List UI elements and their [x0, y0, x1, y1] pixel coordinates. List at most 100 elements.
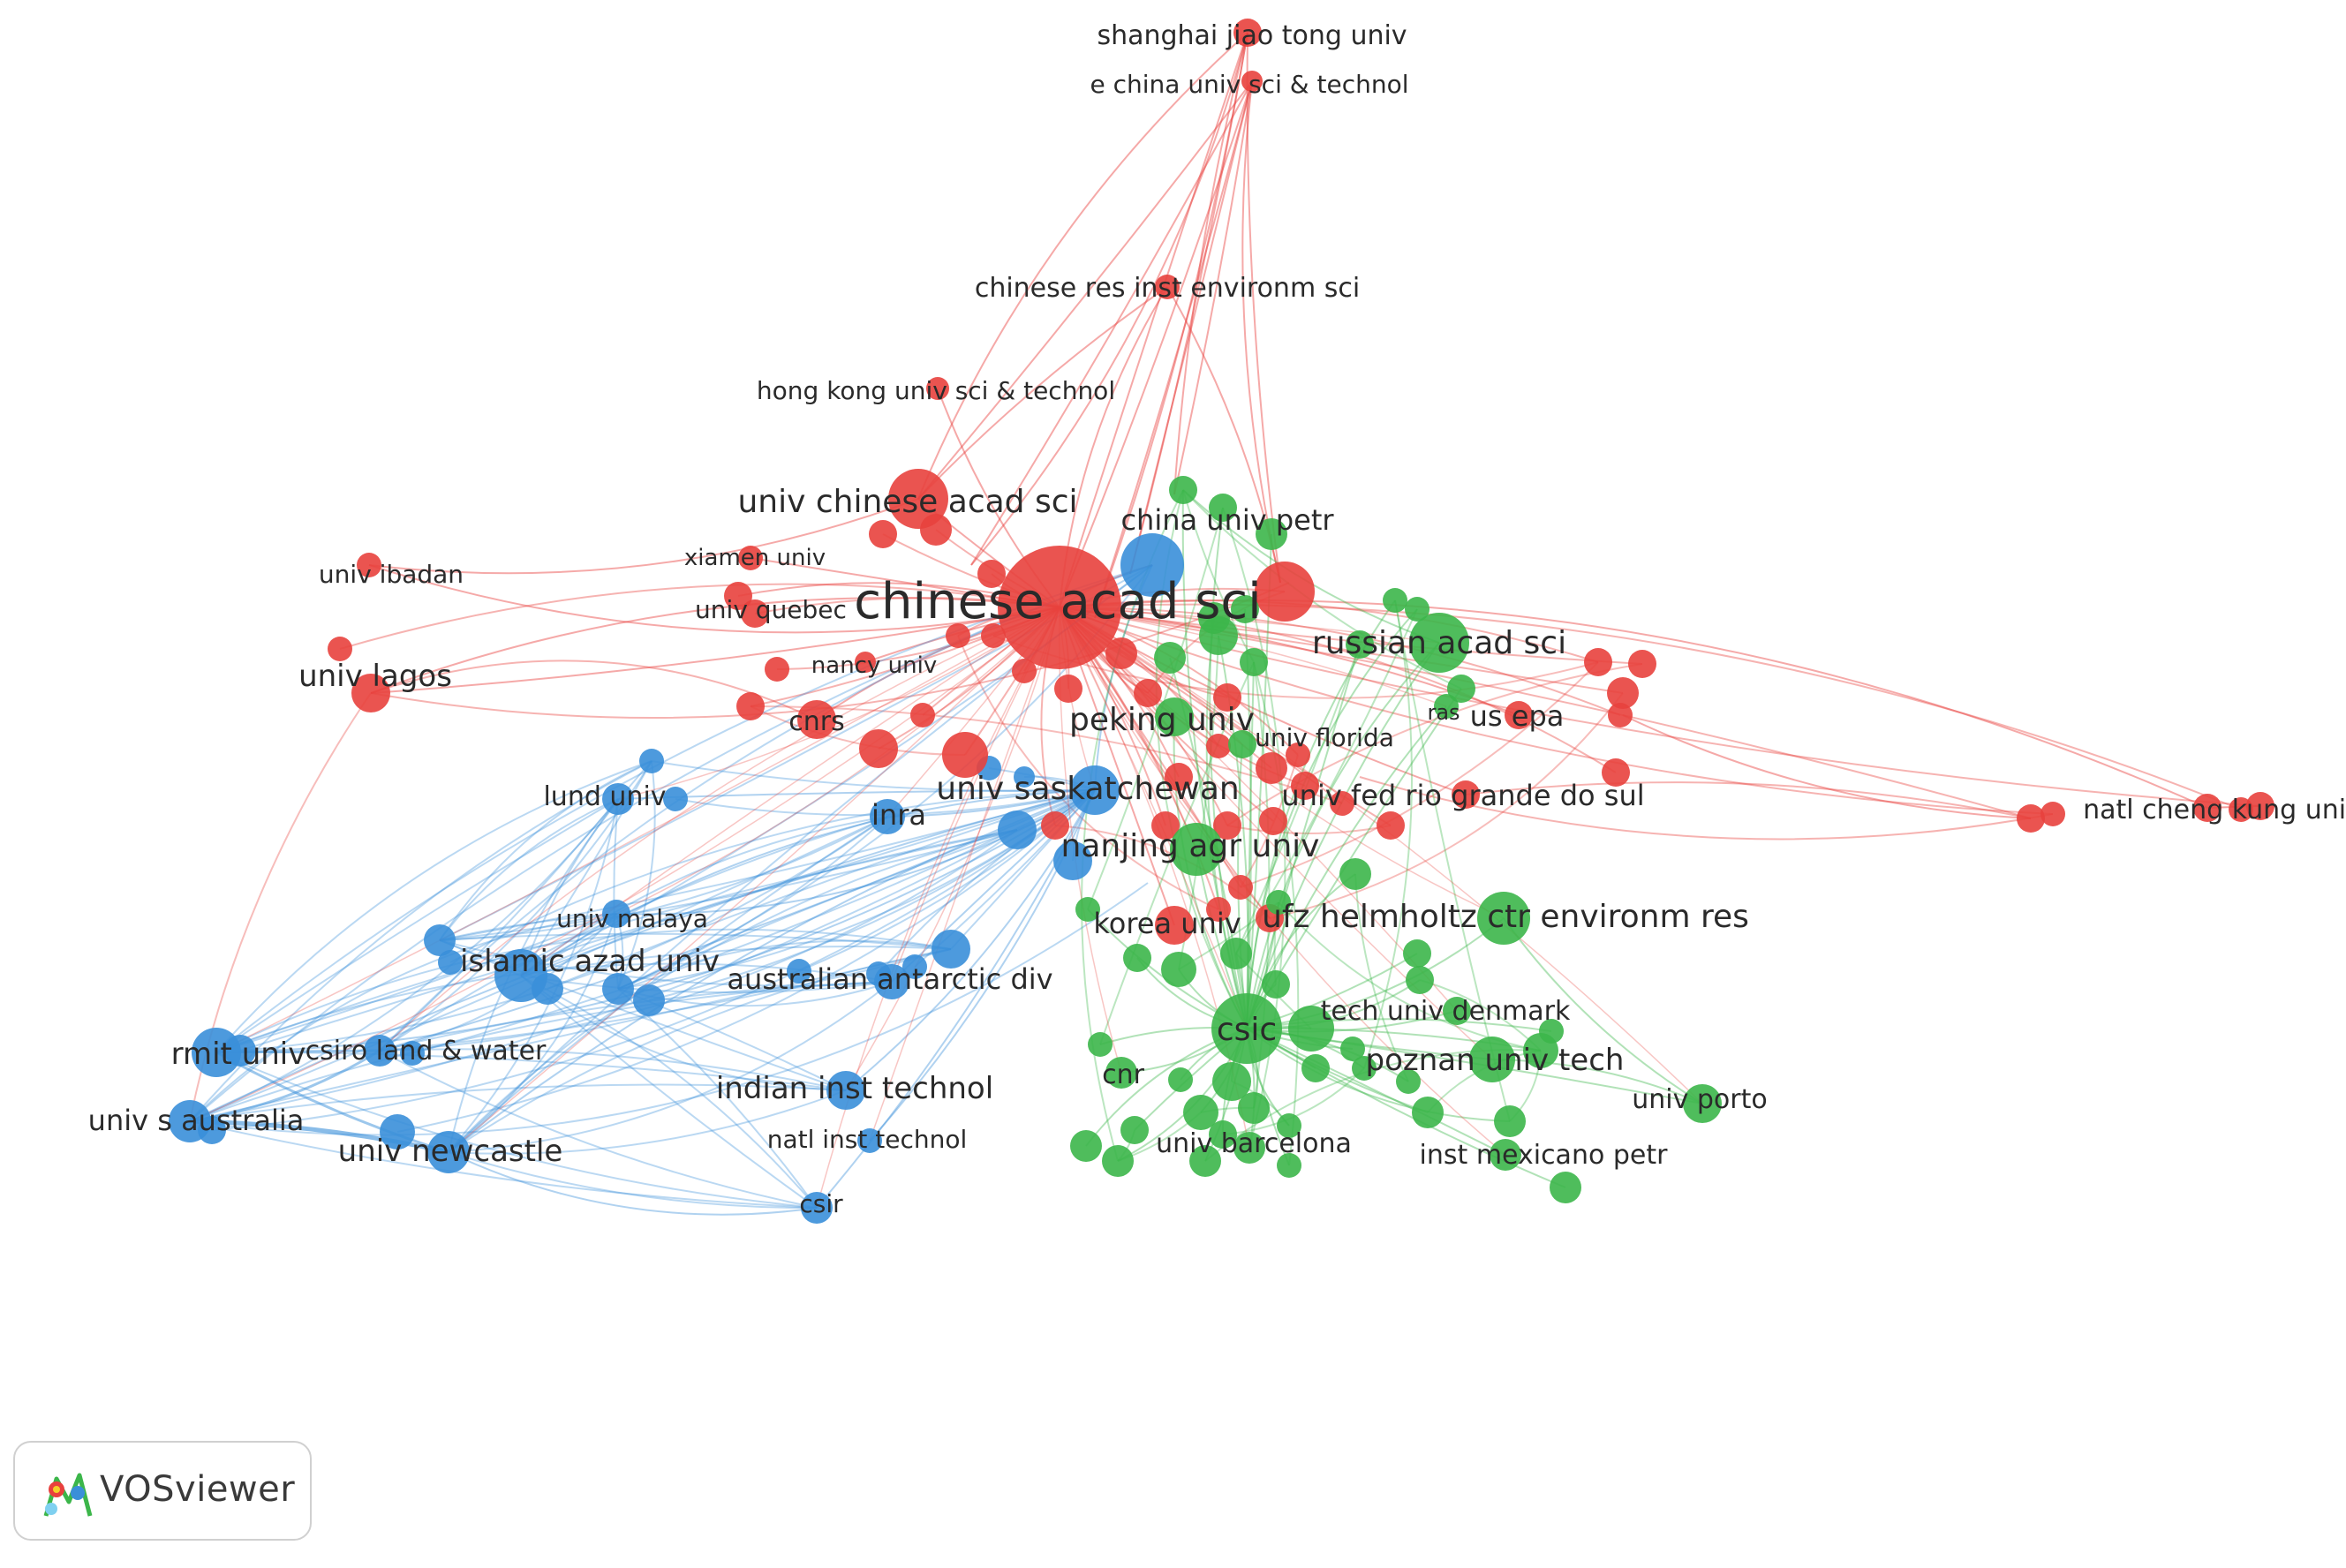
network-node[interactable]	[946, 623, 970, 648]
network-node[interactable]	[1262, 970, 1290, 999]
node-csiro-land-water[interactable]	[364, 1035, 396, 1067]
network-node[interactable]	[1012, 659, 1037, 683]
network-node[interactable]	[1539, 1019, 1564, 1044]
network-node[interactable]	[1288, 1006, 1334, 1052]
node-natl-cheng-kung-univ[interactable]	[2193, 794, 2222, 822]
node-univ-barcelona[interactable]	[1233, 1132, 1265, 1164]
network-node[interactable]	[1550, 1172, 1581, 1203]
node-korea-univ[interactable]	[1155, 906, 1194, 945]
network-node[interactable]	[736, 692, 765, 720]
node-lund-univ[interactable]	[602, 783, 634, 815]
network-node[interactable]	[1228, 875, 1253, 900]
node-indian-inst-technol[interactable]	[826, 1071, 865, 1110]
network-node[interactable]	[1238, 1092, 1270, 1124]
node-csir[interactable]	[801, 1192, 833, 1224]
node-univ-fed-rio-grande-do-sul[interactable]	[1452, 780, 1480, 809]
network-node[interactable]	[380, 1114, 415, 1150]
network-node[interactable]	[1165, 763, 1193, 791]
network-node[interactable]	[1212, 1062, 1251, 1101]
network-node[interactable]	[1584, 648, 1612, 676]
network-node[interactable]	[2017, 804, 2045, 833]
network-node[interactable]	[1383, 588, 1407, 613]
network-node[interactable]	[1151, 811, 1180, 840]
network-node[interactable]	[859, 729, 898, 768]
network-node[interactable]	[1346, 630, 1374, 659]
network-node[interactable]	[1183, 1095, 1218, 1130]
network-node[interactable]	[1494, 1105, 1526, 1137]
network-node[interactable]	[910, 703, 935, 727]
network-node[interactable]	[328, 637, 352, 661]
network-node[interactable]	[2246, 792, 2274, 820]
network-node[interactable]	[1014, 766, 1035, 788]
network-node[interactable]	[1340, 1037, 1365, 1061]
node-univ-s-australia[interactable]	[169, 1100, 211, 1142]
network-node[interactable]	[1352, 1056, 1377, 1081]
network-node[interactable]	[633, 984, 665, 1016]
node-inst-mexicano-petr[interactable]	[1490, 1139, 1521, 1171]
network-node[interactable]	[2040, 802, 2065, 826]
network-node[interactable]	[1628, 650, 1656, 678]
network-node[interactable]	[1255, 562, 1315, 622]
network-node[interactable]	[1209, 1120, 1237, 1149]
node-univ-quebec[interactable]	[724, 582, 752, 610]
network-node[interactable]	[1607, 677, 1639, 709]
network-node[interactable]	[1259, 807, 1287, 835]
network-node[interactable]	[1053, 841, 1092, 880]
network-node[interactable]	[942, 732, 988, 778]
network-node[interactable]	[1447, 675, 1475, 703]
network-node[interactable]	[741, 599, 769, 628]
network-node[interactable]	[902, 954, 927, 979]
node-xiamen-univ[interactable]	[738, 546, 763, 570]
node-ufz-helmholtz-ctr-environm-res[interactable]	[1477, 892, 1530, 945]
vosviewer-badge[interactable]: VOSviewer	[13, 1441, 312, 1541]
network-node[interactable]	[1120, 1116, 1149, 1144]
network-node[interactable]	[639, 749, 664, 773]
network-node[interactable]	[998, 810, 1037, 849]
network-node[interactable]	[1041, 811, 1069, 840]
network-node[interactable]	[1102, 1145, 1134, 1177]
network-node[interactable]	[1291, 772, 1319, 800]
node-hong-kong-univ-sci-technol[interactable]	[926, 377, 949, 400]
network-node[interactable]	[1213, 683, 1241, 712]
node-rmit-univ[interactable]	[192, 1028, 241, 1077]
network-node[interactable]	[1256, 518, 1287, 550]
node-nanjing-agr-univ[interactable]	[1170, 823, 1223, 876]
node-univ-newcastle[interactable]	[427, 1131, 470, 1173]
node-chinese-acad-sci[interactable]	[998, 546, 1121, 669]
network-node[interactable]	[1301, 1054, 1330, 1082]
node-e-china-univ-sci-technol[interactable]	[1241, 71, 1263, 92]
network-node[interactable]	[1403, 939, 1431, 968]
network-node[interactable]	[1240, 648, 1268, 676]
network-node[interactable]	[869, 520, 897, 548]
node-natl-inst-technol[interactable]	[857, 1128, 882, 1153]
network-node[interactable]	[1209, 494, 1237, 522]
network-node[interactable]	[787, 959, 811, 984]
network-node[interactable]	[1608, 703, 1633, 727]
network-node[interactable]	[1105, 637, 1137, 669]
network-node[interactable]	[1213, 811, 1241, 840]
node-csic[interactable]	[1211, 993, 1282, 1064]
network-node[interactable]	[602, 973, 634, 1005]
network-node[interactable]	[1075, 897, 1100, 922]
network-node[interactable]	[400, 1041, 425, 1066]
node-nancy-univ[interactable]	[855, 652, 876, 673]
node-china-univ-petr[interactable]	[1120, 533, 1184, 597]
network-node[interactable]	[1206, 897, 1231, 922]
network-node[interactable]	[1277, 1113, 1301, 1138]
network-node[interactable]	[1189, 1145, 1221, 1177]
network-node[interactable]	[1266, 890, 1291, 915]
node-univ-lagos[interactable]	[351, 674, 390, 712]
network-node[interactable]	[1405, 597, 1429, 622]
network-node[interactable]	[1206, 734, 1231, 758]
network-node[interactable]	[1602, 758, 1630, 787]
network-node[interactable]	[1154, 642, 1186, 674]
node-russian-acad-sci[interactable]	[1409, 613, 1469, 673]
network-node[interactable]	[1134, 679, 1162, 707]
network-node[interactable]	[1169, 476, 1197, 504]
node-ras[interactable]	[1434, 694, 1459, 719]
node-univ-porto[interactable]	[1683, 1084, 1722, 1123]
network-node[interactable]	[981, 623, 1006, 648]
node-chinese-res-inst-environm-sci[interactable]	[1155, 275, 1180, 299]
network-node[interactable]	[765, 657, 789, 682]
